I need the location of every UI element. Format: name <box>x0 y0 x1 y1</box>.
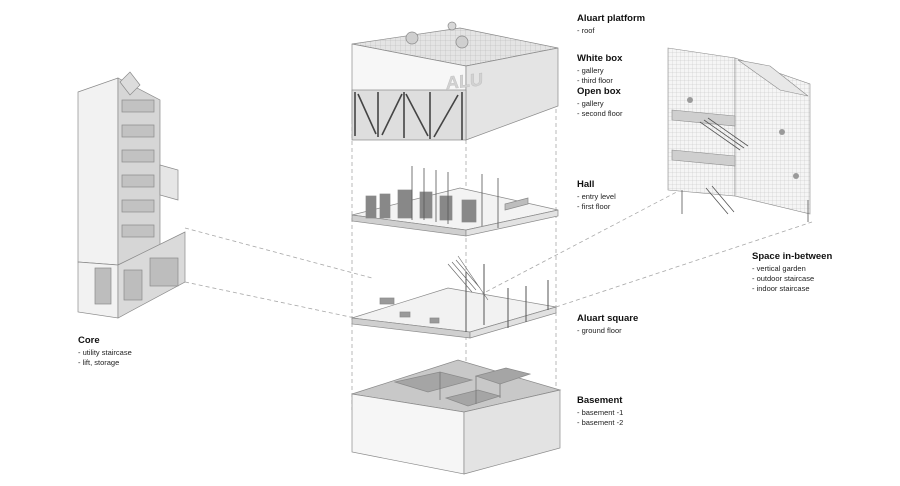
label-item: - roof <box>577 26 595 35</box>
label-title: Core <box>78 335 100 346</box>
label-aluart-square: Aluart square - ground floor <box>577 314 638 336</box>
label-white-box: White box - gallery - third floor <box>577 54 622 86</box>
core-building <box>77 71 186 319</box>
label-item: - gallery <box>577 99 604 108</box>
building-sign: ALU <box>446 69 483 93</box>
label-title: White box <box>577 53 623 64</box>
label-core: Core - utility staircase - lift, storage <box>78 336 132 368</box>
label-title: Space in-between <box>752 251 833 262</box>
label-item: - lift, storage <box>78 358 120 367</box>
basement-block <box>351 359 562 475</box>
label-title: Aluart platform <box>577 13 646 24</box>
label-item: - ground floor <box>577 326 622 335</box>
label-item: - basement -1 <box>577 408 624 417</box>
label-title: Hall <box>577 179 595 190</box>
label-item: - basement -2 <box>577 418 624 427</box>
label-item: - indoor staircase <box>752 284 810 293</box>
label-aluart-platform: Aluart platform - roof <box>577 14 645 36</box>
label-basement: Basement - basement -1 - basement -2 <box>577 396 623 428</box>
hall-floor <box>351 166 559 237</box>
label-hall: Hall - entry level - first floor <box>577 180 616 212</box>
label-title: Basement <box>577 395 623 406</box>
label-open-box: Open box - gallery - second floor <box>577 87 622 119</box>
label-item: - entry level <box>577 192 616 201</box>
aluart-square-floor <box>351 255 557 339</box>
label-item: - second floor <box>577 109 623 118</box>
label-title: Aluart square <box>577 313 639 324</box>
label-item: - outdoor staircase <box>752 274 815 283</box>
space-in-between-building <box>667 47 811 222</box>
label-space-in-between: Space in-between - vertical garden - out… <box>752 252 832 294</box>
label-item: - gallery <box>577 66 604 75</box>
label-item: - third floor <box>577 76 613 85</box>
label-title: Open box <box>577 86 621 97</box>
label-item: - first floor <box>577 202 611 211</box>
label-item: - utility staircase <box>78 348 132 357</box>
white-box-block <box>351 21 559 141</box>
label-item: - vertical garden <box>752 264 806 273</box>
